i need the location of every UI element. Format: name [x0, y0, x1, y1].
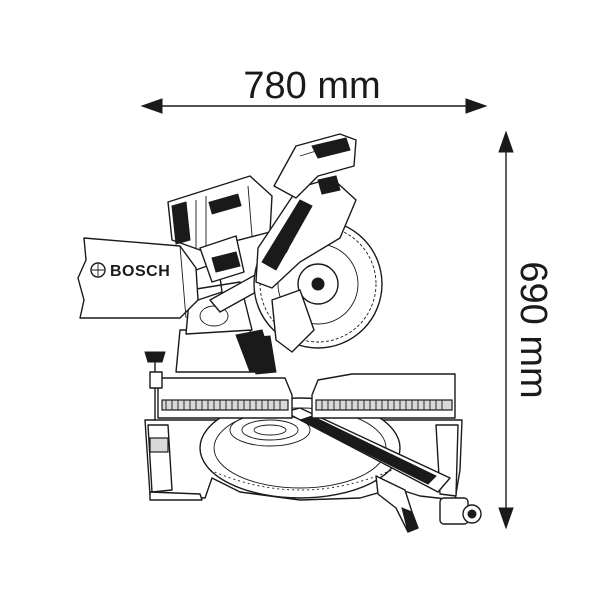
upper-blade-guard: BOSCH — [255, 175, 357, 289]
dust-bag: BOSCH — [77, 237, 223, 319]
height-label: 690 mm — [512, 261, 554, 398]
depth-stop — [243, 335, 277, 375]
miter-arm-slot — [298, 415, 437, 485]
height-arrow-top — [498, 130, 514, 153]
right-extension-table — [311, 373, 456, 419]
turntable-groove-3 — [253, 424, 287, 436]
base-left-pad — [149, 437, 169, 453]
arbor-bolt — [311, 277, 325, 291]
guard-tab — [317, 175, 341, 195]
right-fence-scale — [315, 399, 453, 411]
front-left-foot — [149, 491, 203, 501]
miter-saw-illustration: BOSCH BOSCH — [77, 133, 482, 533]
base-left-foot — [147, 424, 173, 493]
width-dimension: 780 mm — [140, 65, 488, 114]
dust-bag-seam — [179, 245, 187, 319]
motor-ribs — [195, 185, 253, 248]
turntable-groove-2 — [241, 419, 299, 441]
left-fence-scale — [161, 399, 289, 411]
knob-center — [467, 509, 477, 519]
height-arrow-bottom — [498, 507, 514, 530]
motor-end-cap — [171, 201, 191, 245]
pivot-bolt — [199, 305, 229, 327]
handle-ridge — [299, 145, 333, 157]
width-arrow-right — [465, 98, 488, 114]
left-extension-table — [157, 377, 293, 419]
miter-lock-grip — [401, 507, 419, 533]
operating-handle — [273, 133, 357, 199]
motor-housing — [167, 175, 273, 283]
dust-bag-body — [77, 237, 199, 319]
clamp-collar — [149, 371, 163, 389]
clamp-knob — [144, 351, 166, 363]
bevel-lock-knob — [439, 497, 482, 525]
gearbox-vent — [211, 251, 241, 273]
left-scale-ticks — [165, 400, 281, 410]
height-dimension: 690 mm — [498, 130, 554, 530]
width-label: 780 mm — [243, 65, 380, 107]
motor-label-plate — [208, 193, 242, 215]
bosch-logo-mark — [92, 264, 104, 276]
lower-blade-guard — [271, 289, 315, 353]
width-arrow-left — [140, 98, 163, 114]
right-scale-ticks — [321, 400, 443, 410]
dust-bag-brand: BOSCH — [110, 263, 170, 280]
handle-trigger — [311, 137, 351, 159]
guard-logo-panel — [261, 199, 313, 271]
